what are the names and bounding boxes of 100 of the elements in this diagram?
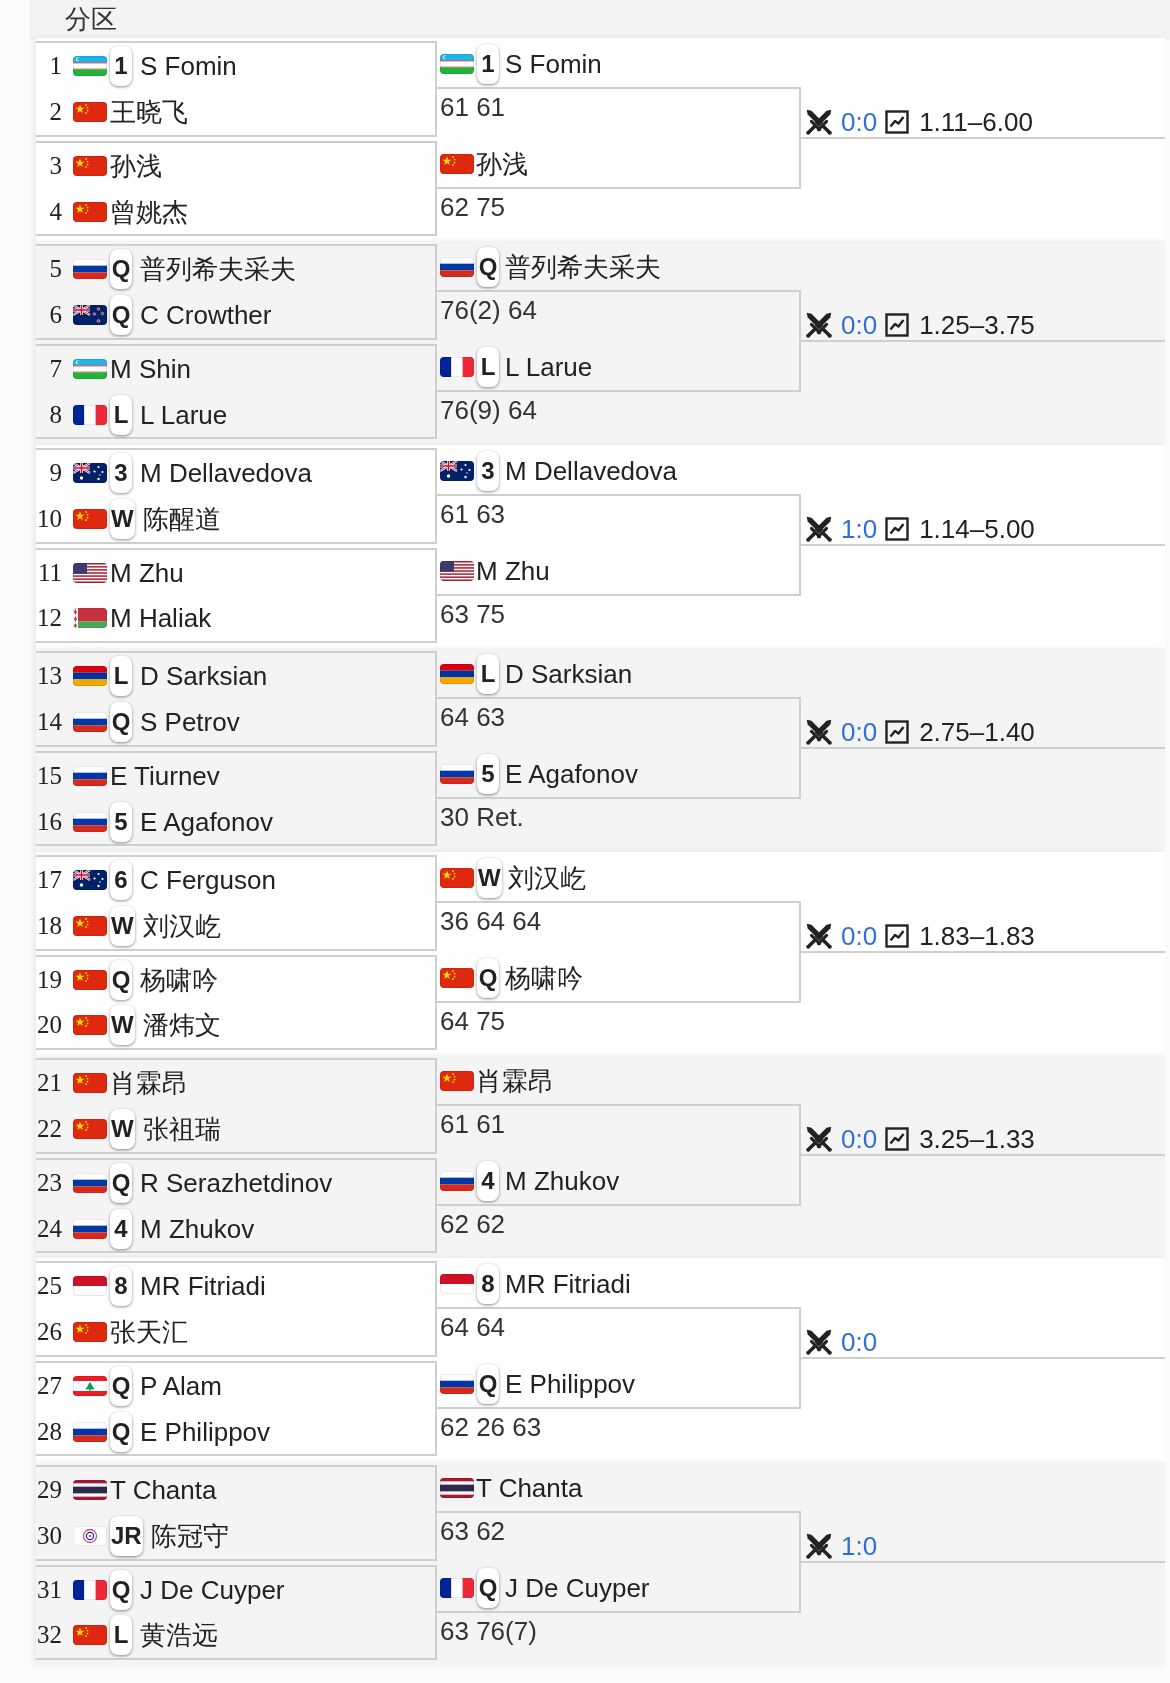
match-box	[36, 1058, 437, 1154]
seed-badge: 3	[477, 450, 499, 491]
player-name: MR Fitriadi	[505, 1269, 631, 1300]
seed-badge: Q	[477, 1567, 499, 1608]
player-name: L Larue	[140, 399, 228, 430]
bracket-line	[799, 900, 801, 953]
bracket-line	[799, 137, 801, 189]
player-name: T Chanta	[110, 1474, 217, 1505]
bracket-line	[799, 1510, 801, 1563]
head-to-head-score: 1:0	[841, 1530, 878, 1561]
player-name: 刘汉屹	[507, 862, 586, 893]
player-name: 曾姚杰	[110, 196, 188, 227]
draw-number: 7	[48, 354, 62, 385]
seed-badge: Q	[110, 1163, 132, 1203]
seed-badge: 6	[110, 859, 132, 900]
match-box	[36, 1464, 437, 1561]
winner-slot	[437, 41, 801, 89]
seed-badge: Q	[110, 1366, 132, 1407]
seed-badge: W	[110, 1109, 135, 1149]
draw-number: 13	[36, 661, 62, 692]
match-score: 64 75	[440, 1005, 506, 1036]
player-name: J De Cuyper	[140, 1574, 285, 1605]
match-box	[36, 1564, 437, 1660]
match-box	[36, 751, 437, 847]
head-to-head-score: 0:0	[841, 1124, 878, 1154]
draw-number: 8	[48, 399, 62, 430]
draw-number: 28	[36, 1416, 62, 1447]
match-box	[36, 1158, 437, 1253]
draw-number: 20	[36, 1010, 62, 1041]
draw-number: 14	[36, 707, 62, 738]
match-box	[36, 547, 437, 643]
match-score: 62 75	[440, 192, 506, 222]
player-name: E Tiurnev	[110, 761, 220, 792]
seed-badge: L	[110, 1615, 132, 1656]
player-name: 黄浩远	[140, 1620, 218, 1651]
next-round-slot	[800, 310, 1165, 343]
seed-badge: Q	[110, 702, 132, 743]
player-name: M Dellavedova	[140, 457, 312, 488]
match-score: 36 64 64	[440, 905, 542, 936]
head-to-head-score: 0:0	[841, 717, 878, 748]
player-name: T Chanta	[476, 1472, 583, 1503]
player-name: M Zhu	[110, 557, 184, 588]
seed-badge: Q	[477, 957, 499, 998]
player-name: S Fomin	[140, 51, 237, 81]
seed-badge: Q	[477, 247, 499, 288]
match-box	[36, 651, 437, 748]
seed-badge: Q	[110, 1411, 132, 1452]
seed-badge: L	[110, 656, 132, 697]
draw-number: 5	[48, 254, 62, 285]
winner-slot	[437, 344, 801, 393]
player-name: 张祖瑞	[142, 1114, 221, 1144]
match-score: 63 75	[440, 598, 506, 629]
winner-slot	[437, 651, 801, 700]
seed-badge: 8	[110, 1266, 132, 1307]
player-name: 王晓飞	[110, 97, 188, 127]
bracket-line	[799, 340, 801, 393]
betting-odds: 1.11–6.00	[919, 107, 1033, 137]
player-name: MR Fitriadi	[140, 1271, 266, 1302]
bracket-line	[799, 950, 801, 1003]
betting-odds: 2.75–1.40	[919, 717, 1035, 748]
seed-badge: Q	[110, 295, 132, 336]
draw-number: 26	[36, 1317, 62, 1348]
bracket-line	[799, 493, 801, 546]
match-score: 30 Ret.	[440, 802, 524, 833]
seed-badge: L	[110, 394, 132, 435]
head-to-head-score: 1:0	[841, 513, 878, 544]
player-name: S Petrov	[140, 707, 240, 738]
draw-number: 32	[36, 1620, 62, 1651]
betting-odds: 3.25–1.33	[919, 1124, 1035, 1154]
seed-badge: 4	[477, 1161, 499, 1201]
player-name: C Crowther	[140, 300, 272, 331]
seed-badge: L	[477, 654, 499, 695]
player-name: P Alam	[140, 1371, 222, 1402]
player-name: D Sarksian	[505, 659, 633, 690]
player-name: 孙浅	[110, 151, 162, 181]
match-score: 64 63	[440, 702, 506, 733]
bracket-line	[799, 697, 801, 750]
player-name: 普列希夫采夫	[505, 252, 661, 283]
player-name: D Sarksian	[140, 661, 268, 692]
draw-number: 9	[48, 457, 62, 488]
seed-badge: 3	[110, 452, 132, 493]
betting-odds: 1.14–5.00	[919, 513, 1035, 544]
match-box	[36, 447, 437, 544]
player-name: 陈冠守	[150, 1520, 229, 1551]
bracket-line	[799, 1104, 801, 1156]
player-name: M Dellavedova	[505, 455, 677, 486]
next-round-slot	[800, 1327, 1165, 1360]
draw-number: 1	[48, 51, 62, 81]
seed-badge: 4	[110, 1208, 132, 1249]
match-box	[36, 1361, 437, 1457]
player-name: E Agafonov	[505, 759, 638, 790]
match-score: 63 76(7)	[440, 1615, 537, 1646]
player-name: 陈醒道	[142, 503, 221, 534]
draw-number: 18	[36, 910, 62, 941]
winner-slot	[437, 751, 801, 800]
head-to-head-score: 0:0	[841, 1327, 878, 1358]
section-title: 分区	[65, 4, 117, 34]
bracket-line	[799, 290, 801, 343]
player-name: R Serazhetdinov	[140, 1168, 333, 1198]
player-name: C Ferguson	[140, 864, 276, 895]
